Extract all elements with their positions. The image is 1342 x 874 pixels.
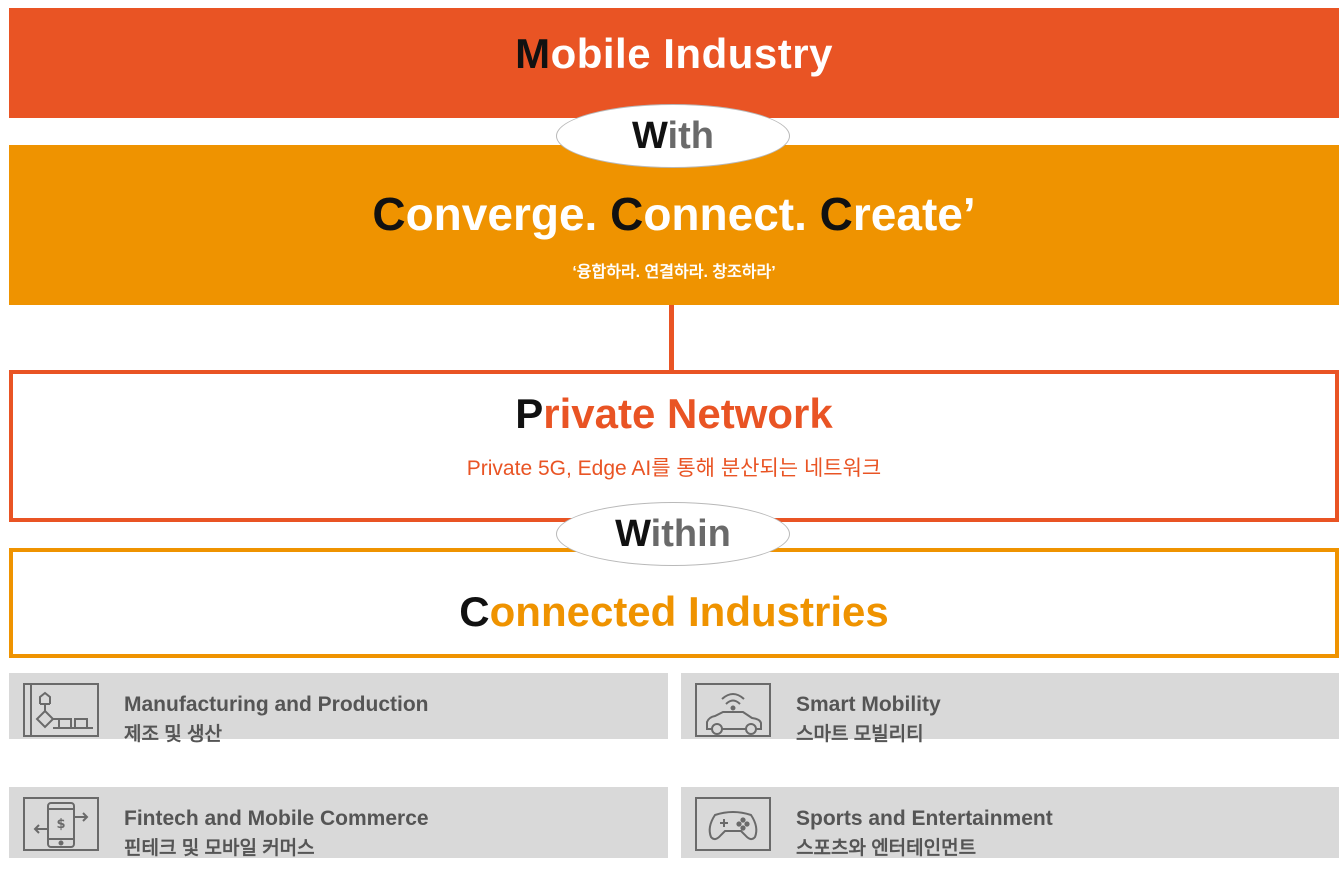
industry-card-mobility: Smart Mobility 스마트 모빌리티	[681, 673, 1339, 745]
oval-initial: W	[632, 115, 668, 157]
title-part: onverge.	[405, 188, 611, 240]
industry-name-en: Manufacturing and Production	[124, 693, 429, 716]
industry-name-ko: 스포츠와 엔터테인먼트	[796, 838, 977, 859]
mobile-payment-icon: $	[23, 797, 99, 851]
industry-name-en: Smart Mobility	[796, 693, 941, 716]
oval-rest: ith	[667, 115, 714, 157]
private-network-title: Private Network	[13, 390, 1335, 438]
private-network-box: Private Network Private 5G, Edge AI를 통해 …	[9, 370, 1339, 522]
title-initial: P	[515, 390, 544, 437]
title-rest: rivate Network	[543, 390, 833, 437]
connected-car-icon	[695, 683, 771, 737]
title-initial: C	[459, 588, 490, 635]
industry-name-ko: 스마트 모빌리티	[796, 724, 924, 745]
oval-rest: ithin	[650, 513, 731, 555]
title-initial: C	[819, 188, 853, 240]
title-rest: obile Industry	[550, 30, 833, 77]
gamepad-icon	[695, 797, 771, 851]
connected-industries-title: Connected Industries	[13, 588, 1335, 636]
title-rest: onnected Industries	[489, 588, 889, 635]
industry-card-manufacturing: Manufacturing and Production 제조 및 생산	[9, 673, 668, 745]
title-part: reate’	[852, 188, 976, 240]
factory-icon	[23, 683, 99, 737]
title-part: onnect.	[643, 188, 820, 240]
industry-card-fintech: $ Fintech and Mobile Commerce 핀테크 및 모바일 …	[9, 787, 668, 859]
mobile-industry-banner: Mobile Industry	[9, 8, 1339, 118]
converge-title: Converge. Connect. Create’	[9, 187, 1339, 241]
industry-card-sports: Sports and Entertainment 스포츠와 엔터테인먼트	[681, 787, 1339, 859]
title-initial: C	[610, 188, 644, 240]
within-oval: Within	[556, 502, 790, 566]
industry-name-en: Sports and Entertainment	[796, 807, 1053, 830]
private-network-subtitle: Private 5G, Edge AI를 통해 분산되는 네트워크	[466, 457, 882, 480]
converge-subtitle: ‘융합하라. 연결하라. 창조하라’	[572, 264, 776, 281]
connector-line	[669, 305, 674, 371]
with-oval: With	[556, 104, 790, 168]
industry-name-en: Fintech and Mobile Commerce	[124, 807, 429, 830]
converge-banner: Converge. Connect. Create’ ‘융합하라. 연결하라. …	[9, 145, 1339, 305]
title-initial: C	[372, 188, 406, 240]
svg-text:$: $	[56, 817, 65, 832]
title-initial: M	[515, 30, 551, 77]
industry-name-ko: 핀테크 및 모바일 커머스	[124, 838, 315, 859]
industry-name-ko: 제조 및 생산	[124, 724, 222, 745]
oval-initial: W	[615, 513, 651, 555]
mobile-industry-title: Mobile Industry	[9, 30, 1339, 78]
